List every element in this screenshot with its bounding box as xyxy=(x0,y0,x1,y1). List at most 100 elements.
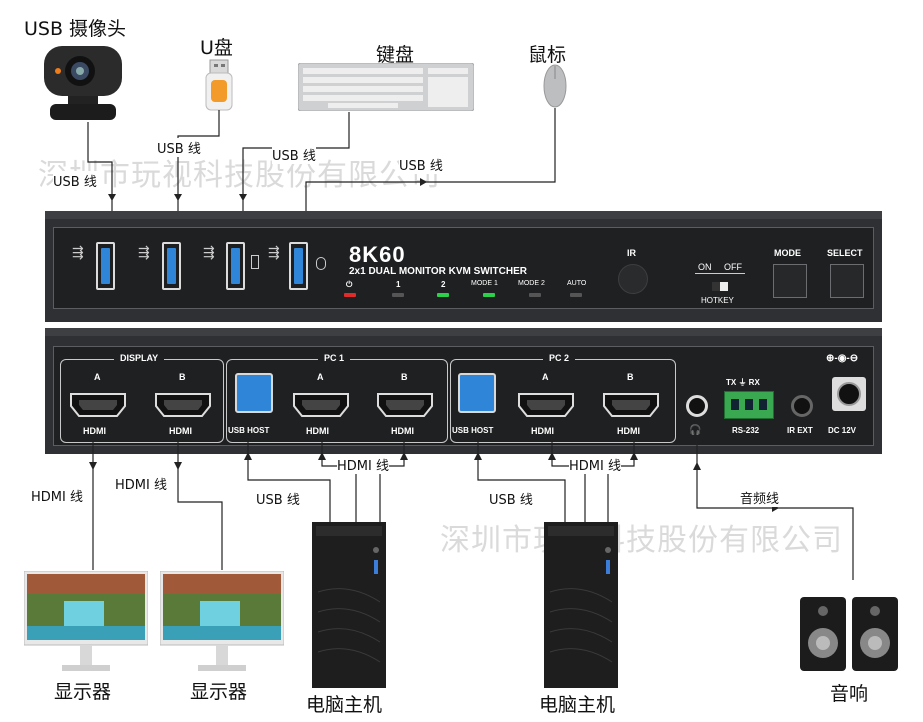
rs232-pins-label: TX ⏚ RX xyxy=(726,378,760,387)
led-label-mode1: MODE 1 xyxy=(471,280,498,287)
wire-label-usb-udisk: USB 线 xyxy=(157,138,201,157)
watermark-bottom: 深圳市玩视科技股份有限公司 xyxy=(440,523,843,558)
ir-ext-jack[interactable] xyxy=(791,395,813,417)
kvm-rear-panel: DISPLAY PC 1 PC 2 A HDMI B HDMI USB HOST… xyxy=(45,328,882,454)
dc-label: DC 12V xyxy=(828,426,857,435)
pc1-a-hdmi-label: HDMI xyxy=(306,426,329,436)
ir-ext-label: IR EXT xyxy=(787,426,813,435)
usb-port-3[interactable] xyxy=(226,242,245,290)
keyboard-icon xyxy=(298,63,474,111)
pc2-a-hdmi-label: HDMI xyxy=(531,426,554,436)
hotkey-label: HOTKEY xyxy=(701,296,734,305)
led-mode2 xyxy=(529,293,541,297)
wire-label-audio: 音频线 xyxy=(740,488,780,507)
dc-power-jack[interactable] xyxy=(832,377,866,411)
pc1-b-hdmi-label: HDMI xyxy=(391,426,414,436)
led-label-auto: AUTO xyxy=(567,280,587,287)
pc1-usb-host-port[interactable] xyxy=(235,373,273,413)
bottom-wires xyxy=(89,440,854,580)
audio-jack[interactable] xyxy=(686,395,708,417)
led-power xyxy=(344,293,356,297)
webcam-icon xyxy=(44,46,122,120)
led-pc2 xyxy=(437,293,449,297)
display-a-hdmi-label: HDMI xyxy=(83,426,106,436)
mode-label: MODE xyxy=(774,248,801,258)
hotkey-switch[interactable] xyxy=(712,282,728,291)
pc1-a-label: A xyxy=(317,372,324,382)
kvm-front-panel: ⇶ ⇶ ⇶ ⇶ 8K60 2x1 DUAL MONITOR KVM SWITCH… xyxy=(45,211,882,322)
mode-button[interactable] xyxy=(773,264,807,298)
usb-symbol-icon: ⇶ xyxy=(72,244,84,260)
pc1-hdmi-a-port[interactable] xyxy=(292,392,350,418)
headphone-icon: 🎧 xyxy=(689,425,702,436)
wire-label-hdmi-pc2: HDMI 线 xyxy=(569,455,621,474)
led-label-1: 1 xyxy=(396,280,401,289)
speakers-label: 音响 xyxy=(830,683,869,705)
pc-tower-2-icon xyxy=(544,522,618,688)
keyboard-label: 键盘 xyxy=(376,44,415,66)
pc2-b-label: B xyxy=(627,372,634,382)
usb-port-2[interactable] xyxy=(162,242,181,290)
display-title: DISPLAY xyxy=(114,353,165,363)
pc2-b-hdmi-label: HDMI xyxy=(617,426,640,436)
rs232-terminal[interactable] xyxy=(724,391,774,419)
usb-symbol-icon: ⇶ xyxy=(138,244,150,260)
select-button[interactable] xyxy=(830,264,864,298)
display-b-hdmi-label: HDMI xyxy=(169,426,192,436)
webcam-label: USB 摄像头 xyxy=(24,18,127,40)
display-hdmi-b-port[interactable] xyxy=(154,392,212,418)
wire-label-usb-webcam: USB 线 xyxy=(53,171,97,190)
led-auto xyxy=(570,293,582,297)
usb-symbol-icon: ⇶ xyxy=(203,244,215,260)
led-mode1 xyxy=(483,293,495,297)
usb-symbol-icon: ⇶ xyxy=(268,244,280,260)
monitor-2-icon xyxy=(160,571,284,671)
wire-label-usb-pc2: USB 线 xyxy=(489,489,533,508)
pc2-a-label: A xyxy=(542,372,549,382)
mouse-port-icon xyxy=(316,257,326,270)
pc2-title: PC 2 xyxy=(543,353,576,363)
pc-1-label: 电脑主机 xyxy=(306,694,383,716)
rs232-label: RS-232 xyxy=(732,426,760,435)
front-panel-face: ⇶ ⇶ ⇶ ⇶ 8K60 2x1 DUAL MONITOR KVM SWITCH… xyxy=(53,227,874,309)
udisk-label: U盘 xyxy=(200,37,233,59)
rear-panel-face: DISPLAY PC 1 PC 2 A HDMI B HDMI USB HOST… xyxy=(53,346,874,446)
model-name: 2x1 DUAL MONITOR KVM SWITCHER xyxy=(349,266,527,277)
mouse-icon xyxy=(543,64,567,108)
hotkey-line xyxy=(695,273,745,274)
brand-name: 8K60 xyxy=(349,242,406,267)
speakers-icon xyxy=(800,597,898,671)
mouse-label: 鼠标 xyxy=(528,44,567,66)
select-label: SELECT xyxy=(827,248,863,258)
led-row: ⏻ 1 2 MODE 1 MODE 2 AUTO xyxy=(340,280,600,304)
watermark-top: 深圳市玩视科技股份有限公司 xyxy=(38,158,441,193)
pc2-hdmi-b-port[interactable] xyxy=(602,392,660,418)
pc1-title: PC 1 xyxy=(318,353,351,363)
display-a-label: A xyxy=(94,372,101,382)
pc2-usb-host-port[interactable] xyxy=(458,373,496,413)
display-hdmi-a-port[interactable] xyxy=(69,392,127,418)
hotkey-off-label: OFF xyxy=(724,262,742,272)
monitor-1-icon xyxy=(24,571,148,671)
usb-drive-icon xyxy=(205,59,233,111)
monitor-2-label: 显示器 xyxy=(190,681,248,703)
led-label-power: ⏻ xyxy=(346,280,353,289)
pc2-hdmi-a-port[interactable] xyxy=(517,392,575,418)
pc1-hdmi-b-port[interactable] xyxy=(376,392,434,418)
wire-label-hdmi-pc1: HDMI 线 xyxy=(337,455,389,474)
hotkey-on-label: ON xyxy=(698,262,712,272)
led-pc1 xyxy=(392,293,404,297)
led-label-mode2: MODE 2 xyxy=(518,280,545,287)
keyboard-port-icon xyxy=(251,255,259,269)
led-label-2: 2 xyxy=(441,280,446,289)
wire-label-hdmi-display-a: HDMI 线 xyxy=(31,486,83,505)
display-b-label: B xyxy=(179,372,186,382)
pc-tower-1-icon xyxy=(312,522,386,688)
wire-label-usb-mouse: USB 线 xyxy=(399,155,443,174)
wire-label-usb-pc1: USB 线 xyxy=(256,489,300,508)
pc1-b-label: B xyxy=(401,372,408,382)
usb-port-4[interactable] xyxy=(289,242,308,290)
pc2-usb-host-label: USB HOST xyxy=(452,426,494,435)
usb-port-1[interactable] xyxy=(96,242,115,290)
top-wires xyxy=(87,108,556,227)
